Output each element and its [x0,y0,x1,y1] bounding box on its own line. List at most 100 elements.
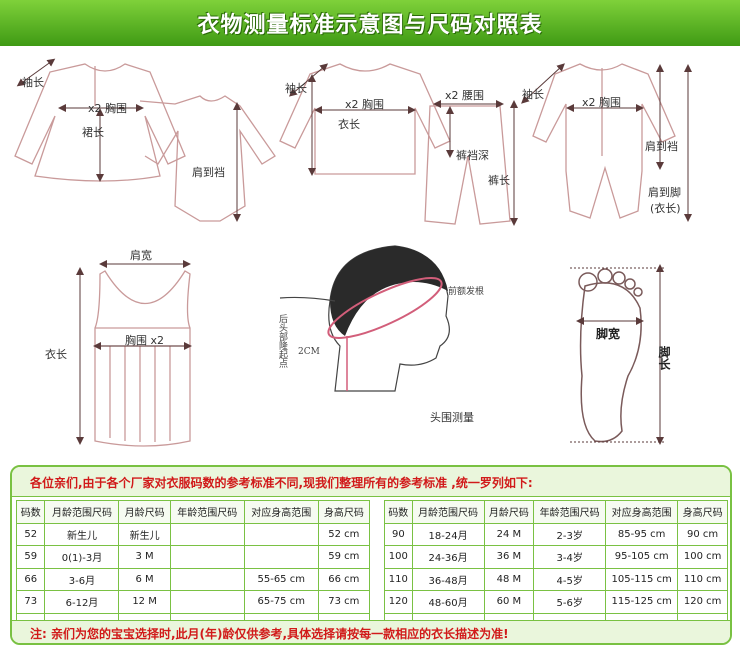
size-table-cell [169,590,245,614]
size-table-cell: 73 [15,590,46,614]
foot-arrows [570,264,665,445]
size-table-cell: 59 [15,545,46,569]
size-table-cell: 110 [384,567,413,591]
size-table-header-cell: 年龄范围尺码 [533,500,607,524]
size-table-cell: 24-36月 [411,545,485,569]
top-chest-label: x2 胸围 [345,97,384,111]
head-caption: 头围测量 [430,411,474,424]
size-table-header-cell: 身高尺码 [677,500,728,524]
size-table-header-cell: 年龄范围尺码 [169,500,245,524]
size-table-cell: 4-5岁 [533,567,607,591]
dress-chest-label: x2 胸围 [88,101,127,115]
size-table-cell [169,545,245,569]
size-table-cell: 24 M [483,522,535,546]
size-table-header-cell: 月龄尺码 [483,500,535,524]
title-banner: 衣物测量标准示意图与尺码对照表 [0,0,740,46]
size-table-header-row: 码数月龄范围尺码月龄尺码年龄范围尺码对应身高范围身高尺码 [15,500,371,524]
head-sketch [279,245,450,392]
size-table-cell: 36 M [483,545,535,569]
size-table-header-row: 码数月龄范围尺码月龄尺码年龄范围尺码对应身高范围身高尺码 [384,500,728,524]
vest-chest-label: 胸围 x2 [125,333,164,347]
foot-length-label: 脚长 [657,345,671,371]
size-table-cell: 48-60月 [411,590,485,614]
size-table-cell: 3-6月 [44,567,120,591]
jumpsuit-crotch-label: 肩到裆 [645,139,678,153]
measurement-diagram: 袖长 x2 胸围 裙长 肩到裆 袖长 x2 胸围 衣长 x2 腰围 裤裆深 裤长… [14,58,692,447]
top-pants-arrows [288,63,518,226]
size-chart: 各位亲们,由于各个厂家对衣服码数的参考标准不同,现我们整理所有的参考标准 ,统一… [10,465,732,645]
dress-skirt-label: 裙长 [82,126,104,139]
size-table-cell: 48 M [483,567,535,591]
size-table-header-cell: 月龄范围尺码 [411,500,485,524]
dress-sketch [14,63,276,222]
vest-sketch [94,270,191,447]
size-table-cell [169,567,245,591]
jumpsuit-chest-label: x2 胸围 [582,95,621,109]
size-table-cell: 65-75 cm [243,590,319,614]
head-2cm-label: 2CM [298,347,320,357]
romper-len-label: 肩到裆 [192,165,225,179]
size-table-cell: 5-6岁 [533,590,607,614]
top-sleeve-label: 袖长 [285,81,307,95]
dress-arrows [16,58,241,222]
size-table-header-cell: 码数 [15,500,46,524]
size-table-cell [243,545,319,569]
size-table-cell: 59 cm [317,545,371,569]
size-table-header-cell: 月龄范围尺码 [44,500,120,524]
jumpsuit-arrows [521,63,692,222]
size-table-cell: 100 cm [677,545,728,569]
size-table-header-cell: 对应身高范围 [605,500,679,524]
size-table-cell: 6 M [118,567,171,591]
vest-arrows [76,260,192,445]
top-length-label: 衣长 [338,117,360,131]
size-chart-note: 注: 亲们为您的宝宝选择时,此月(年)龄仅供参考,具体选择请按每一款相应的衣长描… [30,627,509,641]
vest-shoulder-label: 肩宽 [130,248,152,262]
size-table-cell: 85-95 cm [605,522,679,546]
size-table-cell: 100 [384,545,413,569]
vest-length-label: 衣长 [45,347,67,361]
size-table-cell: 55-65 cm [243,567,319,591]
page-title: 衣物测量标准示意图与尺码对照表 [197,13,543,38]
size-chart-header: 各位亲们,由于各个厂家对衣服码数的参考标准不同,现我们整理所有的参考标准 ,统一… [12,467,730,497]
size-table-cell: 66 cm [317,567,371,591]
size-table-cell: 105-115 cm [605,567,679,591]
head-back-label: 后头部隆起点 [277,314,288,369]
size-table-cell: 90 [384,522,413,546]
top-pants-sketch [279,63,511,225]
size-table-cell: 52 cm [317,522,371,546]
jumpsuit-full-label: 肩到脚 [648,185,681,199]
size-table-cell: 60 M [483,590,535,614]
size-table-cell: 18-24月 [411,522,485,546]
size-table-header-cell: 码数 [384,500,413,524]
jumpsuit-full-note: (衣长) [650,201,681,215]
size-table-cell: 66 [15,567,46,591]
size-table-cell: 新生儿 [44,522,120,546]
size-chart-intro: 各位亲们,由于各个厂家对衣服码数的参考标准不同,现我们整理所有的参考标准 ,统一… [30,476,533,490]
size-table-cell: 3-4岁 [533,545,607,569]
size-table-cell: 115-125 cm [605,590,679,614]
size-table-cell: 新生儿 [118,522,171,546]
size-table-cell [169,522,245,546]
size-table-cell: 0(1)-3月 [44,545,120,569]
pants-waist-label: x2 腰围 [445,89,484,102]
head-front-label: 前额发根 [448,285,484,297]
size-table-cell: 73 cm [317,590,371,614]
size-table-cell: 120 [384,590,413,614]
dress-sleeve-label: 袖长 [22,75,44,89]
size-table-cell: 3 M [118,545,171,569]
size-table-header-cell: 身高尺码 [317,500,371,524]
size-table-cell: 2-3岁 [533,522,607,546]
size-table-header-cell: 月龄尺码 [118,500,171,524]
size-table-cell: 120 cm [677,590,728,614]
pants-length-label: 裤长 [488,173,510,187]
size-table-cell: 110 cm [677,567,728,591]
